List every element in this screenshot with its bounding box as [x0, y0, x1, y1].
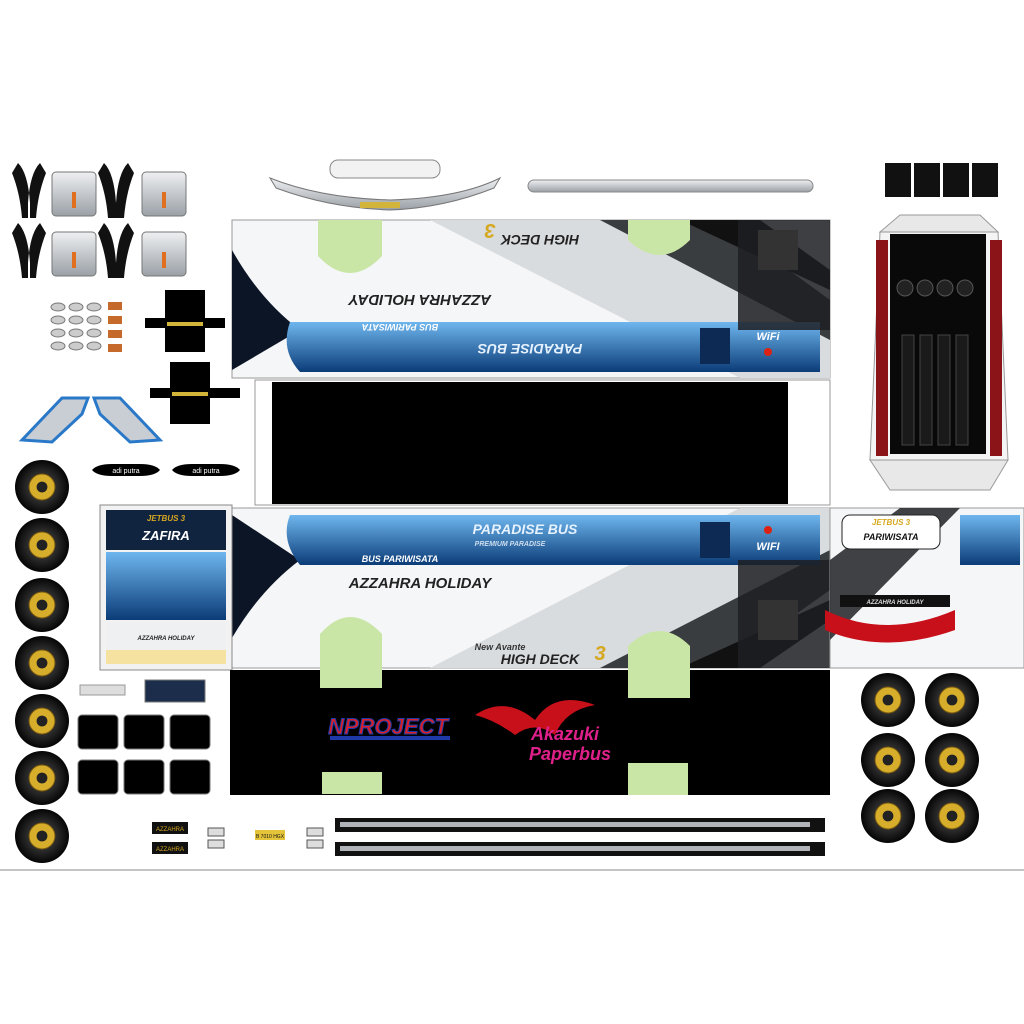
- grille-part: [144, 679, 206, 703]
- upper-model-label: HIGH DECK: [500, 232, 579, 248]
- headlamp-wings: [18, 396, 164, 444]
- rear-face: JETBUS 3 PARIWISATA AZZAHRA HOLIDAY: [825, 507, 1024, 669]
- rear-badge: JETBUS 3: [872, 518, 911, 527]
- front-face: JETBUS 3 ZAFIRA AZZAHRA HOLIDAY: [99, 504, 233, 671]
- bolt-pieces: [50, 302, 122, 352]
- wheel-icon: [15, 751, 69, 805]
- maker-logo-line2: Paperbus: [529, 744, 611, 764]
- lower-wifi-label: WIFI: [756, 541, 780, 553]
- license-plates: AZZAHRA AZZAHRA B 7010 HGX: [152, 822, 324, 854]
- upper-route-label: PARADISE BUS: [477, 341, 582, 357]
- lower-model-prefix: New Avante: [475, 642, 526, 652]
- wheel-icon: [861, 789, 915, 843]
- front-operator: AZZAHRA HOLIDAY: [137, 636, 196, 642]
- wifi-icon: [764, 348, 772, 356]
- plate-2: AZZAHRA: [156, 847, 184, 853]
- wifi-icon: [764, 526, 772, 534]
- lower-operator-label: AZZAHRA HOLIDAY: [348, 575, 493, 592]
- lower-model-badge: 3: [594, 643, 605, 665]
- lower-model-label: HIGH DECK: [501, 651, 580, 667]
- chassis-strips: [335, 818, 825, 856]
- front-badge: JETBUS 3: [147, 514, 186, 523]
- wheel-icon: [925, 673, 979, 727]
- wheel-icon: [925, 789, 979, 843]
- wheel-icon: [15, 809, 69, 863]
- rear-roof-panel: [869, 214, 1009, 491]
- lower-subroute-label: PREMIUM PARADISE: [475, 541, 546, 548]
- rear-roof-top: [885, 163, 998, 197]
- wheel-icon: [925, 733, 979, 787]
- upper-operator-label: AZZAHRA HOLIDAY: [347, 291, 492, 308]
- wheel-parts-left: [15, 460, 69, 863]
- wheel-icon: [861, 733, 915, 787]
- maker-logo: Akazuki Paperbus: [475, 700, 611, 764]
- small-window-parts: [77, 714, 211, 795]
- mirror-label-left: adi putra: [112, 468, 139, 475]
- wheel-icon: [15, 460, 69, 514]
- mirror-label-right: adi putra: [192, 468, 219, 475]
- wheel-icon: [861, 673, 915, 727]
- front-name: ZAFIRA: [141, 528, 190, 543]
- wheel-icon: [15, 694, 69, 748]
- lower-tagline-label: BUS PARIWISATA: [362, 554, 439, 564]
- side-mirror-parts: [12, 163, 187, 278]
- upper-tagline-label: BUS PARIWISATA: [362, 322, 439, 332]
- upper-model-badge: 3: [484, 219, 495, 241]
- lower-route-label: PARADISE BUS: [473, 521, 578, 537]
- light-strip: [79, 684, 126, 696]
- plate-1: AZZAHRA: [156, 827, 184, 833]
- wheel-icon: [15, 636, 69, 690]
- upper-wifi-label: WiFi: [756, 331, 780, 343]
- roof-spoiler: [268, 159, 502, 211]
- side-panel-lower: PARADISE BUS PREMIUM PARADISE BUS PARIWI…: [231, 507, 831, 669]
- mirror-label-parts: adi putra adi putra: [92, 464, 240, 476]
- wheel-parts-right: [861, 673, 979, 843]
- roof-strip: [527, 179, 814, 193]
- nproject-logo: NPROJECT: [328, 714, 449, 739]
- rear-title: PARIWISATA: [864, 532, 919, 542]
- rear-operator: AZZAHRA HOLIDAY: [866, 600, 925, 606]
- side-panel-upper: AZZAHRA HOLIDAY PARADISE BUS BUS PARIWIS…: [231, 219, 831, 379]
- roof-hatch-parts: [145, 290, 240, 424]
- floor-panel: [230, 668, 830, 795]
- wheel-icon: [15, 578, 69, 632]
- small-plate-1: B 7010 HGX: [256, 834, 285, 840]
- maker-logo-line1: Akazuki: [530, 724, 600, 744]
- wheel-icon: [15, 518, 69, 572]
